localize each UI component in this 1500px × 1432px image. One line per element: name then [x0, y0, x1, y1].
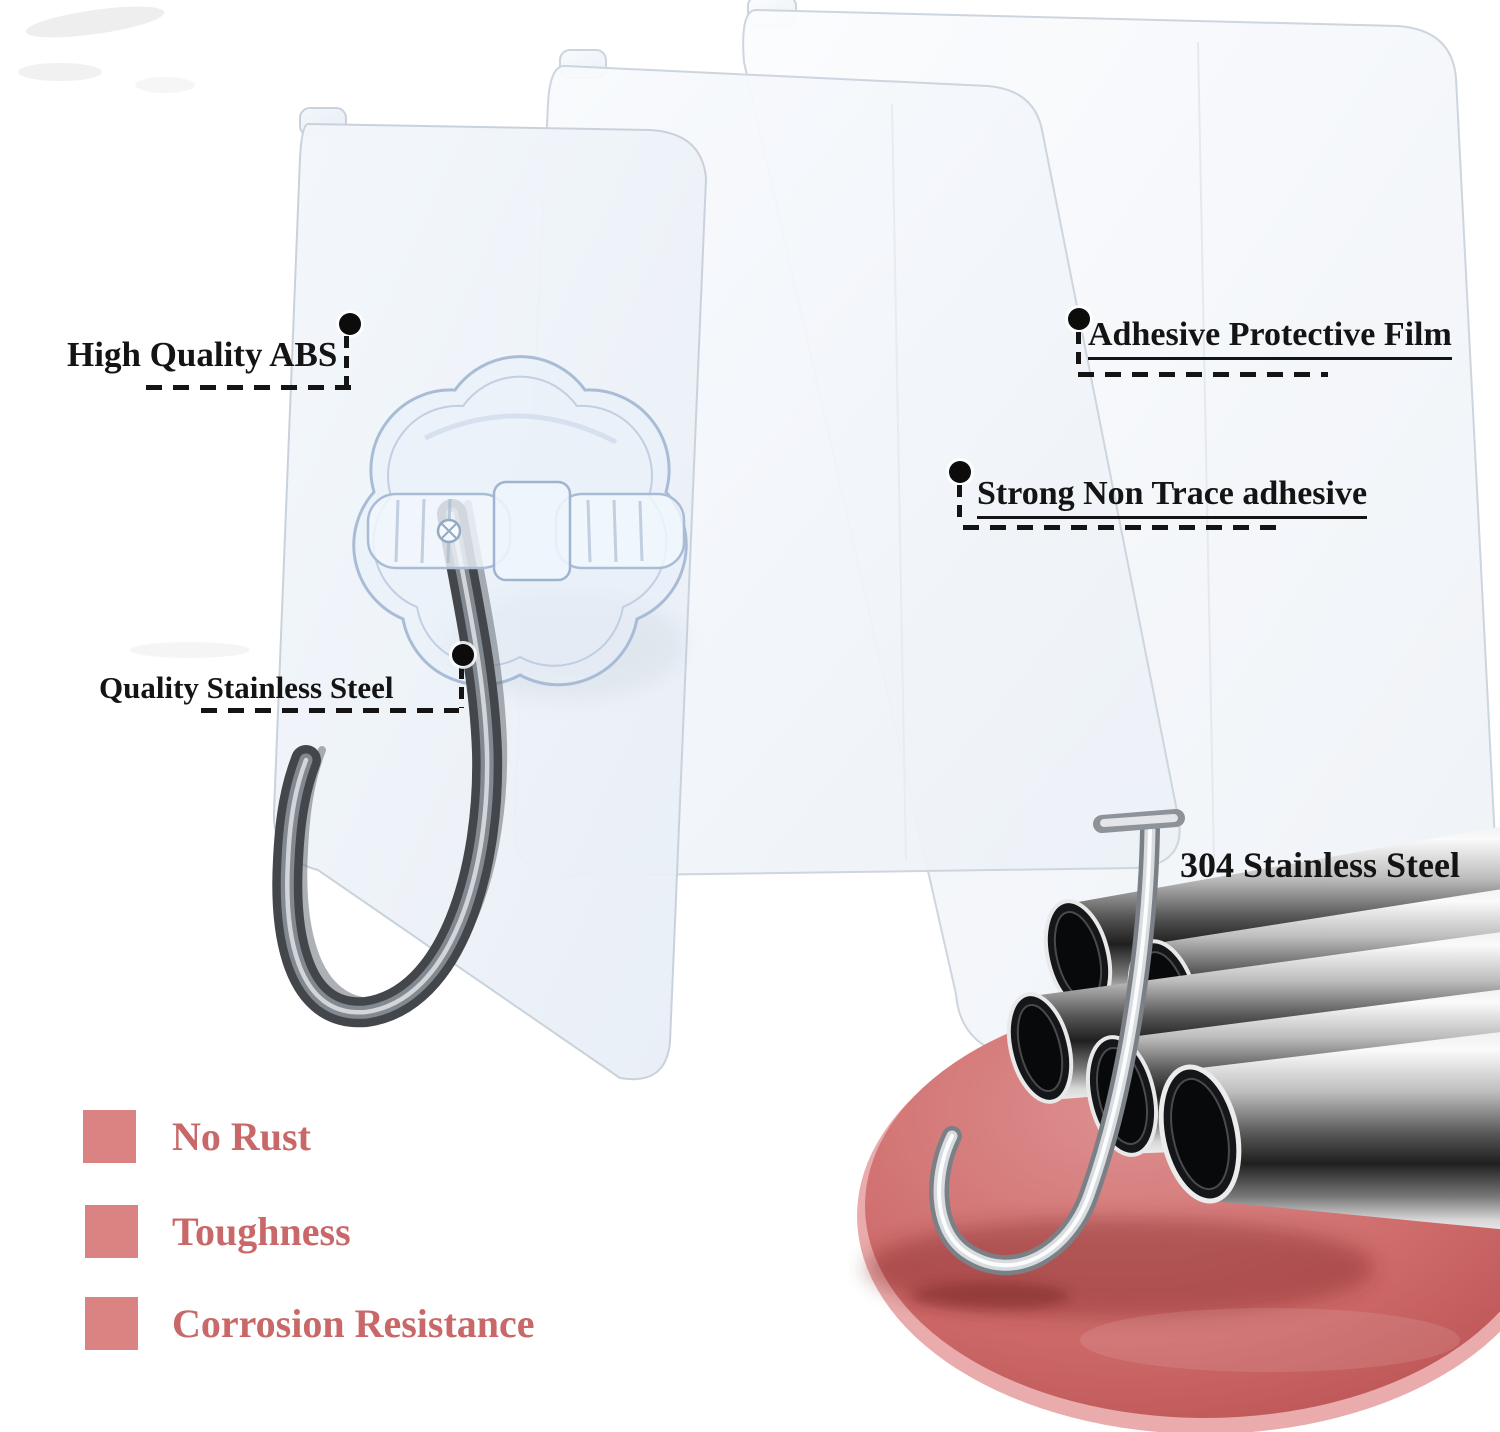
feature-bullet-square — [83, 1110, 136, 1163]
callout-underline — [963, 525, 1283, 530]
feature-label-toughness: Toughness — [172, 1209, 351, 1254]
mount-clamp — [366, 480, 686, 582]
callout-underline — [201, 708, 459, 713]
callout-dot — [339, 313, 361, 335]
label-304-stainless-steel: 304 Stainless Steel — [1180, 845, 1461, 885]
callout-label-steel: Quality Stainless Steel — [99, 670, 394, 705]
callout-dot — [949, 461, 971, 483]
callout-label-abs: High Quality ABS — [67, 335, 338, 374]
callout-connector-line — [957, 485, 962, 519]
callout-underline — [1078, 372, 1328, 377]
background-smudges — [18, 6, 250, 658]
callout-connector-line — [459, 667, 464, 708]
callout-dot — [452, 644, 474, 666]
callout-label-film: Adhesive Protective Film — [1088, 316, 1452, 360]
callout-dot — [1068, 308, 1090, 330]
stainless-hook-large — [272, 499, 508, 1028]
feature-bullet-square — [85, 1205, 138, 1258]
display-hook — [929, 809, 1185, 1276]
callout-connector-line — [344, 336, 349, 385]
callout-label-adhesive: Strong Non Trace adhesive — [977, 475, 1368, 519]
callout-underline — [146, 385, 351, 390]
steel-display-scene — [857, 809, 1500, 1432]
feature-label-corrosion-resistance: Corrosion Resistance — [172, 1301, 535, 1346]
feature-bullet-square — [85, 1297, 138, 1350]
callout-connector-line — [1076, 332, 1081, 372]
steel-tube — [1158, 1032, 1500, 1230]
feature-label-no-rust: No Rust — [172, 1114, 311, 1159]
